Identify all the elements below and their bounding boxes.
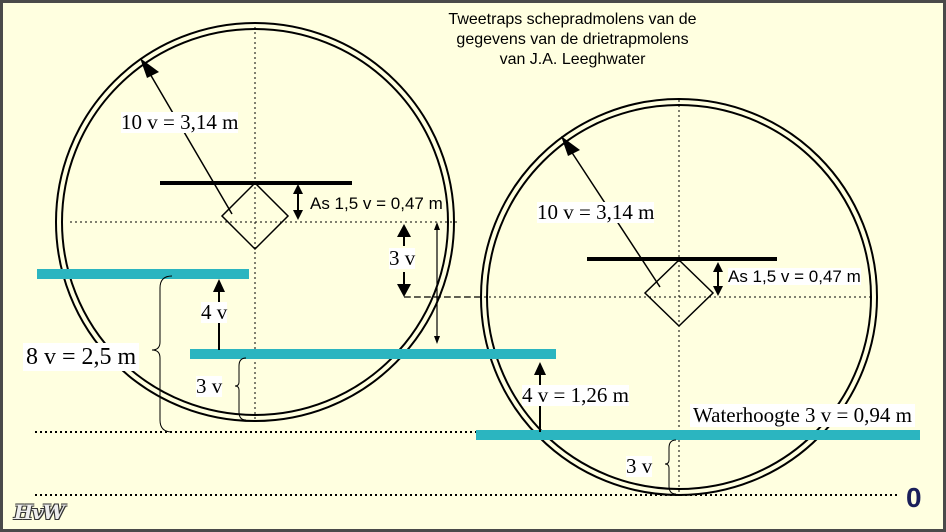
brace-8v xyxy=(151,275,173,433)
label-axle-right: As 1,5 v = 0,47 m xyxy=(728,267,861,286)
brace-right-3v xyxy=(664,439,677,495)
label-left-4v: 4 v xyxy=(201,300,228,324)
left-wheel xyxy=(55,22,458,422)
offset-3v-arrows xyxy=(397,222,440,344)
right-wheel xyxy=(404,98,878,496)
right-radius-arrowhead xyxy=(561,136,580,156)
left-axle-height-arrow xyxy=(293,184,303,220)
label-axle-left: As 1,5 v = 0,47 m xyxy=(310,194,443,213)
left-radius-arrowhead xyxy=(140,58,159,78)
title-line-3: van J.A. Leeghwater xyxy=(499,51,646,68)
label-right-3v: 3 v xyxy=(626,454,653,478)
hvw-logo: HvW xyxy=(14,500,65,524)
label-radius-right: 10 v = 3,14 m xyxy=(537,200,655,224)
label-radius-left: 10 v = 3,14 m xyxy=(121,110,239,134)
title-line-2: gegevens van de drietrapmolens xyxy=(456,31,689,48)
left-radius-line xyxy=(145,66,233,215)
left-wheel-hub xyxy=(220,181,290,251)
right-axle-height-arrow xyxy=(713,262,723,296)
zero-level-marker: 0 xyxy=(906,482,922,513)
brace-left-3v xyxy=(234,357,247,421)
label-right-4v: 4 v = 1,26 m xyxy=(522,383,629,407)
diagram-title: Tweetraps schepradmolens van de gegevens… xyxy=(400,10,745,70)
label-waterhoogte: Waterhoogte 3 v = 0,94 m xyxy=(690,404,915,427)
label-offset-3v: 3 v xyxy=(389,246,416,270)
label-left-total: 8 v = 2,5 m xyxy=(23,343,140,371)
label-left-3v: 3 v xyxy=(196,374,223,398)
title-line-1: Tweetraps schepradmolens van de xyxy=(448,11,697,28)
